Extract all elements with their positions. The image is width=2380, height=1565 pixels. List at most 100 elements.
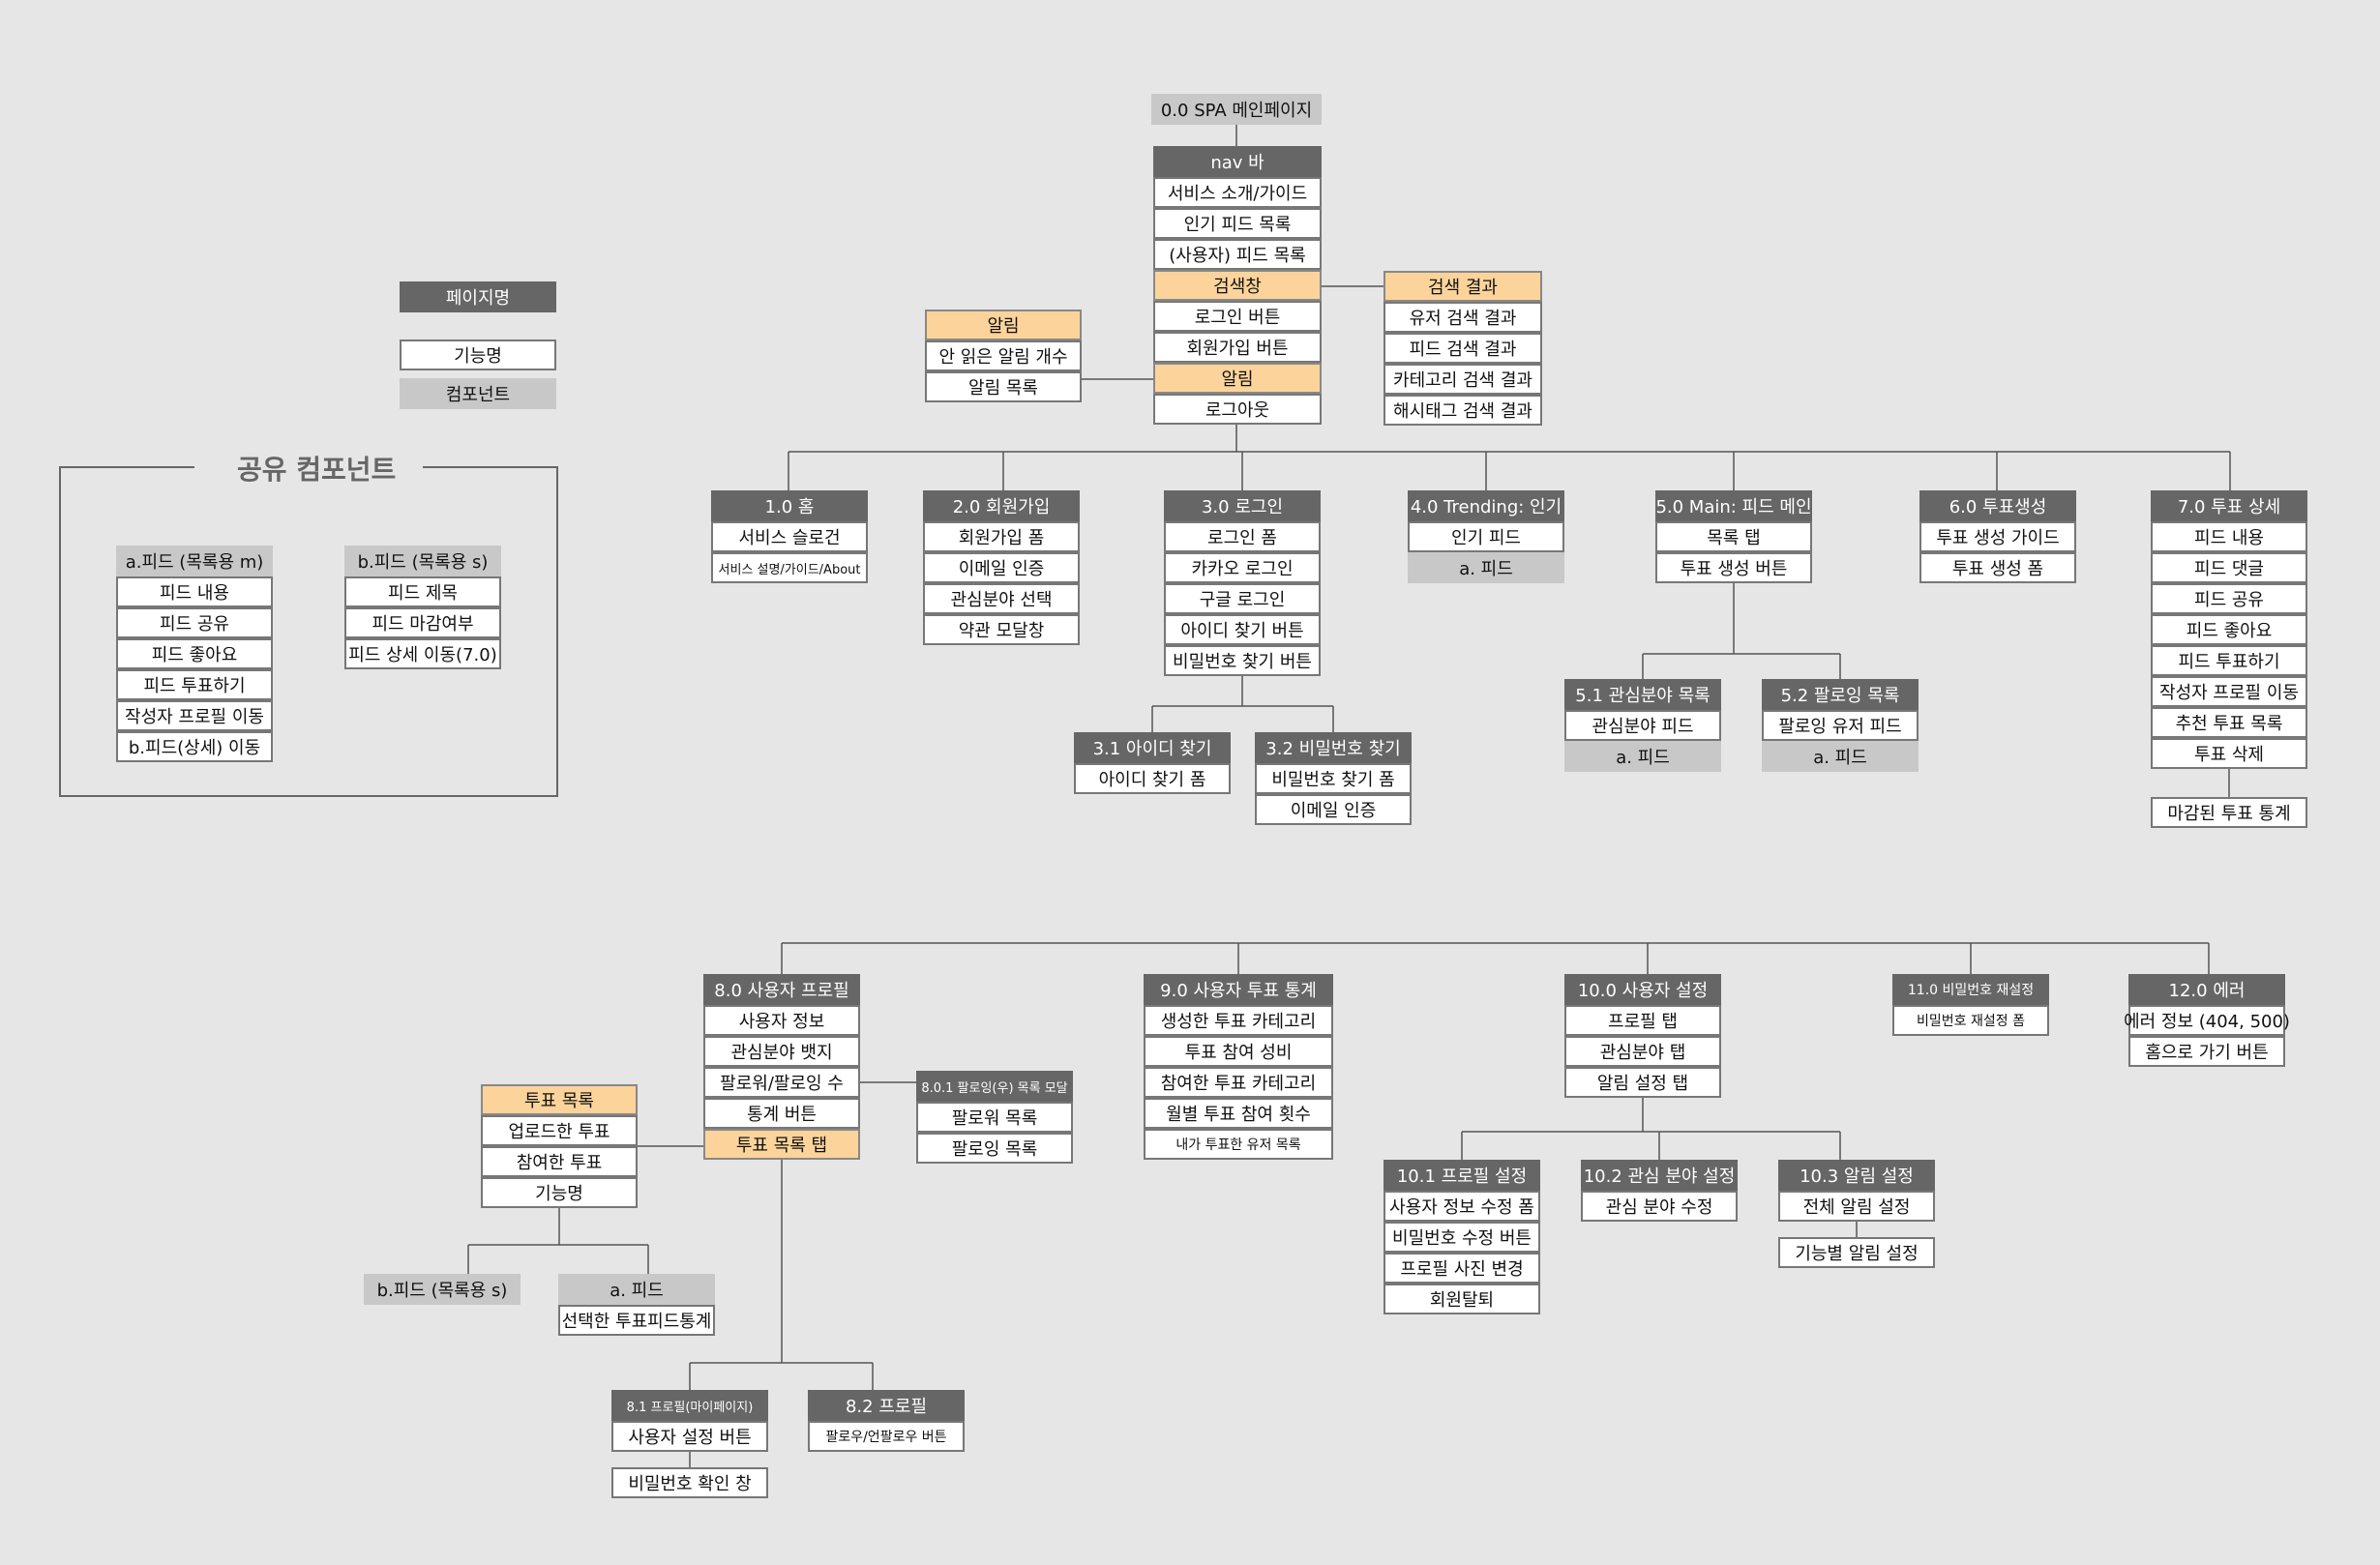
page-settings-interest-header: 10.2 관심 분야 설정 <box>1581 1160 1738 1191</box>
selected-vote-stats: 선택한 투표피드통계 <box>558 1305 715 1336</box>
page-reset-password-item: 비밀번호 재설정 폼 <box>1892 1005 2049 1036</box>
page-signup-item: 이메일 인증 <box>923 552 1080 583</box>
legend-component-name: 컴포넌트 <box>400 378 556 409</box>
page-settings-profile-item: 프로필 사진 변경 <box>1383 1253 1540 1284</box>
page-user-stats-item: 내가 투표한 유저 목록 <box>1144 1129 1333 1160</box>
shared-feed-s-header: b.피드 (목록용 s) <box>344 546 501 576</box>
search-results-item: 카테고리 검색 결과 <box>1383 364 1542 395</box>
shared-feed-m-item: 작성자 프로필 이동 <box>116 700 273 731</box>
nav-bar-item: 인기 피드 목록 <box>1153 208 1322 239</box>
search-results-item: 피드 검색 결과 <box>1383 333 1542 364</box>
nav-bar-item: 로그인 버튼 <box>1153 301 1322 332</box>
page-user-stats-header: 9.0 사용자 투표 통계 <box>1144 974 1333 1005</box>
page-settings-profile-item: 비밀번호 수정 버튼 <box>1383 1222 1540 1253</box>
page-user-stats-item: 참여한 투표 카테고리 <box>1144 1067 1333 1098</box>
page-error-item: 에러 정보 (404, 500) <box>2124 1005 2290 1036</box>
page-error-item: 홈으로 가기 버튼 <box>2128 1036 2285 1067</box>
page-mypage-header: 8.1 프로필(마이페이지) <box>611 1390 768 1421</box>
vote-list-panel-item: 업로드한 투표 <box>481 1115 638 1146</box>
shared-feed-m-item: 피드 공유 <box>116 607 273 638</box>
page-settings-item: 알림 설정 탭 <box>1564 1067 1721 1098</box>
page-settings-alarm-header: 10.3 알림 설정 <box>1778 1160 1935 1191</box>
page-signup-item: 회원가입 폼 <box>923 521 1080 552</box>
vote-list-panel-item: 기능명 <box>481 1177 638 1208</box>
main-page-title: 0.0 SPA 메인페이지 <box>1151 94 1322 125</box>
search-results-item: 해시태그 검색 결과 <box>1383 395 1542 426</box>
page-vote-detail-item: 피드 투표하기 <box>2151 645 2307 676</box>
page-profile-item: 사용자 정보 <box>703 1005 860 1036</box>
page-login-item: 카카오 로그인 <box>1164 552 1321 583</box>
nav-bar-item: 알림 <box>1153 363 1322 394</box>
page-login-header: 3.0 로그인 <box>1164 490 1321 521</box>
page-find-pw-item: 비밀번호 찾기 폼 <box>1255 763 1412 794</box>
following-feed-component: a. 피드 <box>1762 741 1919 772</box>
shared-feed-m-item: 피드 투표하기 <box>116 669 273 700</box>
page-vote-create-header: 6.0 투표생성 <box>1919 490 2076 521</box>
page-settings-profile-header: 10.1 프로필 설정 <box>1383 1160 1540 1191</box>
interest-feed-component: a. 피드 <box>1564 741 1721 772</box>
page-follow-modal-item: 팔로워 목록 <box>916 1102 1073 1133</box>
page-trending-item: 인기 피드 <box>1408 521 1564 552</box>
page-login-item: 비밀번호 찾기 버튼 <box>1164 645 1321 676</box>
page-find-pw-header: 3.2 비밀번호 찾기 <box>1255 732 1412 763</box>
shared-feed-m-header: a.피드 (목록용 m) <box>116 546 273 576</box>
page-signup-item: 관심분야 선택 <box>923 583 1080 614</box>
page-profile-other-header: 8.2 프로필 <box>808 1390 965 1421</box>
shared-feed-m-item: b.피드(상세) 이동 <box>116 731 273 762</box>
page-reset-password-header: 11.0 비밀번호 재설정 <box>1892 974 2049 1005</box>
page-settings-interest-item: 관심 분야 수정 <box>1581 1191 1738 1222</box>
shared-feed-m-item: 피드 좋아요 <box>116 638 273 669</box>
page-profile-item: 투표 목록 탭 <box>703 1129 860 1160</box>
page-vote-detail-item: 피드 공유 <box>2151 583 2307 614</box>
page-profile-item: 통계 버튼 <box>703 1098 860 1129</box>
page-profile-item: 관심분야 뱃지 <box>703 1036 860 1067</box>
page-vote-detail-item: 추천 투표 목록 <box>2151 707 2307 738</box>
page-settings-profile-item: 사용자 정보 수정 폼 <box>1383 1191 1540 1222</box>
page-user-stats-item: 생성한 투표 카테고리 <box>1144 1005 1333 1036</box>
legend-page-name: 페이지명 <box>400 281 556 312</box>
page-login-item: 구글 로그인 <box>1164 583 1321 614</box>
page-feed-main-header: 5.0 Main: 피드 메인 <box>1655 490 1812 521</box>
page-vote-detail-item: 피드 좋아요 <box>2151 614 2307 645</box>
page-settings-item: 프로필 탭 <box>1564 1005 1721 1036</box>
page-settings-profile-item: 회원탈퇴 <box>1383 1284 1540 1314</box>
page-home-item: 서비스 설명/가이드/About <box>711 552 868 583</box>
page-vote-detail-header: 7.0 투표 상세 <box>2151 490 2307 521</box>
search-results-item: 유저 검색 결과 <box>1383 302 1542 333</box>
page-signup-item: 약관 모달창 <box>923 614 1080 645</box>
page-signup-header: 2.0 회원가입 <box>923 490 1080 521</box>
trending-feed-component: a. 피드 <box>1408 552 1564 583</box>
page-settings-item: 관심분야 탭 <box>1564 1036 1721 1067</box>
closed-vote-stats: 마감된 투표 통계 <box>2151 797 2307 828</box>
alarm-panel-item: 알림 목록 <box>925 371 1082 402</box>
page-interest-list-header: 5.1 관심분야 목록 <box>1564 679 1721 710</box>
page-profile-other-item: 팔로우/언팔로우 버튼 <box>808 1421 965 1452</box>
shared-feed-s-item: 피드 마감여부 <box>344 607 501 638</box>
page-interest-list-item: 관심분야 피드 <box>1564 710 1721 741</box>
page-login-item: 아이디 찾기 버튼 <box>1164 614 1321 645</box>
page-error-header: 12.0 에러 <box>2128 974 2285 1005</box>
shared-feed-s-item: 피드 상세 이동(7.0) <box>344 638 501 669</box>
page-login-item: 로그인 폼 <box>1164 521 1321 552</box>
page-user-stats-item: 월별 투표 참여 횟수 <box>1144 1098 1333 1129</box>
shared-feed-m-item: 피드 내용 <box>116 576 273 607</box>
page-trending-header: 4.0 Trending: 인기 <box>1408 490 1564 521</box>
page-vote-detail-item: 작성자 프로필 이동 <box>2151 676 2307 707</box>
per-feature-alarm-settings: 기능별 알림 설정 <box>1778 1237 1935 1268</box>
page-profile-header: 8.0 사용자 프로필 <box>703 974 860 1005</box>
page-following-list-header: 5.2 팔로잉 목록 <box>1762 679 1919 710</box>
alarm-panel-header: 알림 <box>925 310 1082 340</box>
shared-frame-top-left <box>59 466 194 468</box>
page-following-list-item: 팔로잉 유저 피드 <box>1762 710 1919 741</box>
shared-components-frame <box>59 466 558 797</box>
page-mypage-item: 사용자 설정 버튼 <box>611 1421 768 1452</box>
vote-list-panel-item: 참여한 투표 <box>481 1146 638 1177</box>
shared-frame-top-right <box>423 466 558 468</box>
nav-bar-item: 로그아웃 <box>1153 394 1322 425</box>
page-find-id-item: 아이디 찾기 폼 <box>1074 763 1231 794</box>
page-settings-header: 10.0 사용자 설정 <box>1564 974 1721 1005</box>
nav-bar-item: 회원가입 버튼 <box>1153 332 1322 363</box>
page-follow-modal-item: 팔로잉 목록 <box>916 1133 1073 1164</box>
